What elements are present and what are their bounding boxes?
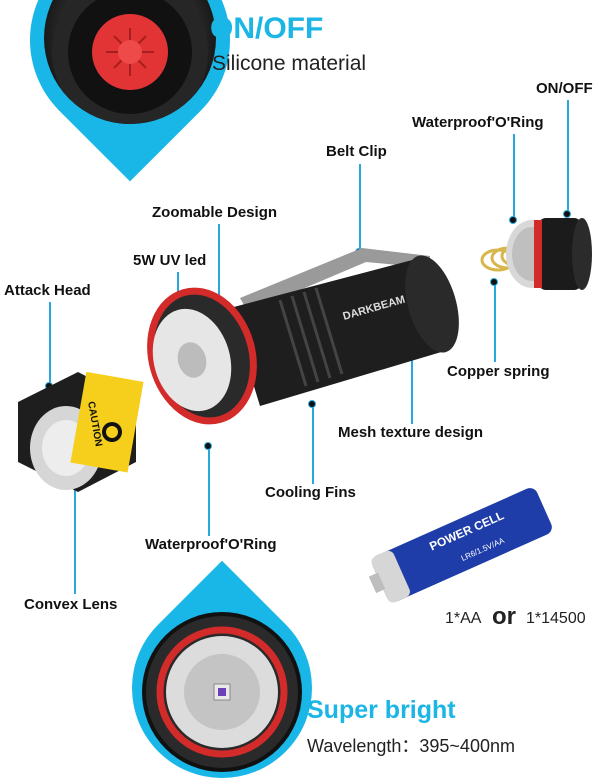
label-zoomable-design: Zoomable Design xyxy=(152,204,278,221)
wavelength-line: Wavelength：395~400nm xyxy=(307,732,515,758)
tailcap-spring-illustration xyxy=(480,218,592,290)
label-mesh-texture: Mesh texture design xyxy=(338,424,484,441)
leader-dot-copper-spring xyxy=(490,278,498,286)
head-closeup xyxy=(142,612,302,772)
top-badge-subtitle: Silicone material xyxy=(212,52,367,75)
battery-option-aa: 1*AA xyxy=(445,610,482,627)
leader-dot-on-off xyxy=(563,210,571,218)
label-waterproof-top: Waterproof'O'Ring xyxy=(412,114,544,131)
leader-convex-lens xyxy=(74,466,76,594)
label-attack-head: Attack Head xyxy=(4,282,91,299)
head-closeup-illustration xyxy=(146,616,298,768)
attack-head-illustration: CAUTION xyxy=(18,371,144,492)
wavelength-label: Wavelength： xyxy=(307,736,420,756)
leader-cooling-fins xyxy=(312,404,314,484)
leader-waterproof-bottom xyxy=(208,446,210,536)
tailcap-closeup-illustration xyxy=(52,0,208,124)
top-badge-title: ON/OFF xyxy=(210,12,324,45)
leader-attack-head xyxy=(49,302,51,384)
leader-waterproof-top xyxy=(513,134,515,218)
label-uv-led: 5W UV led xyxy=(133,252,207,269)
label-on-off: ON/OFF xyxy=(536,80,593,97)
leader-dot-waterproof-bottom xyxy=(204,442,212,450)
leader-belt-clip xyxy=(359,164,361,250)
leader-dot-waterproof-top xyxy=(509,216,517,224)
leader-copper-spring xyxy=(494,282,496,362)
battery-option-or: or xyxy=(492,603,516,630)
battery-option-14500: 1*14500 xyxy=(526,610,586,627)
label-cooling-fins: Cooling Fins xyxy=(265,484,356,501)
label-copper-spring: Copper spring xyxy=(447,363,550,380)
leader-dot-cooling-fins xyxy=(308,400,316,408)
label-belt-clip: Belt Clip xyxy=(326,143,387,160)
tailcap-closeup xyxy=(44,0,216,124)
label-waterproof-bottom: Waterproof'O'Ring xyxy=(145,536,277,553)
wavelength-value: 395~400nm xyxy=(419,736,515,756)
battery-illustration: POWER CELL LR6/1.5V/AA xyxy=(368,488,552,603)
label-convex-lens: Convex Lens xyxy=(24,596,118,613)
leader-mesh-texture xyxy=(411,352,413,424)
leader-on-off xyxy=(567,100,569,212)
leader-zoomable xyxy=(218,224,220,326)
flashlight-body-illustration: DARKBEAM xyxy=(147,248,459,425)
bottom-badge-title: Super bright xyxy=(307,696,456,724)
